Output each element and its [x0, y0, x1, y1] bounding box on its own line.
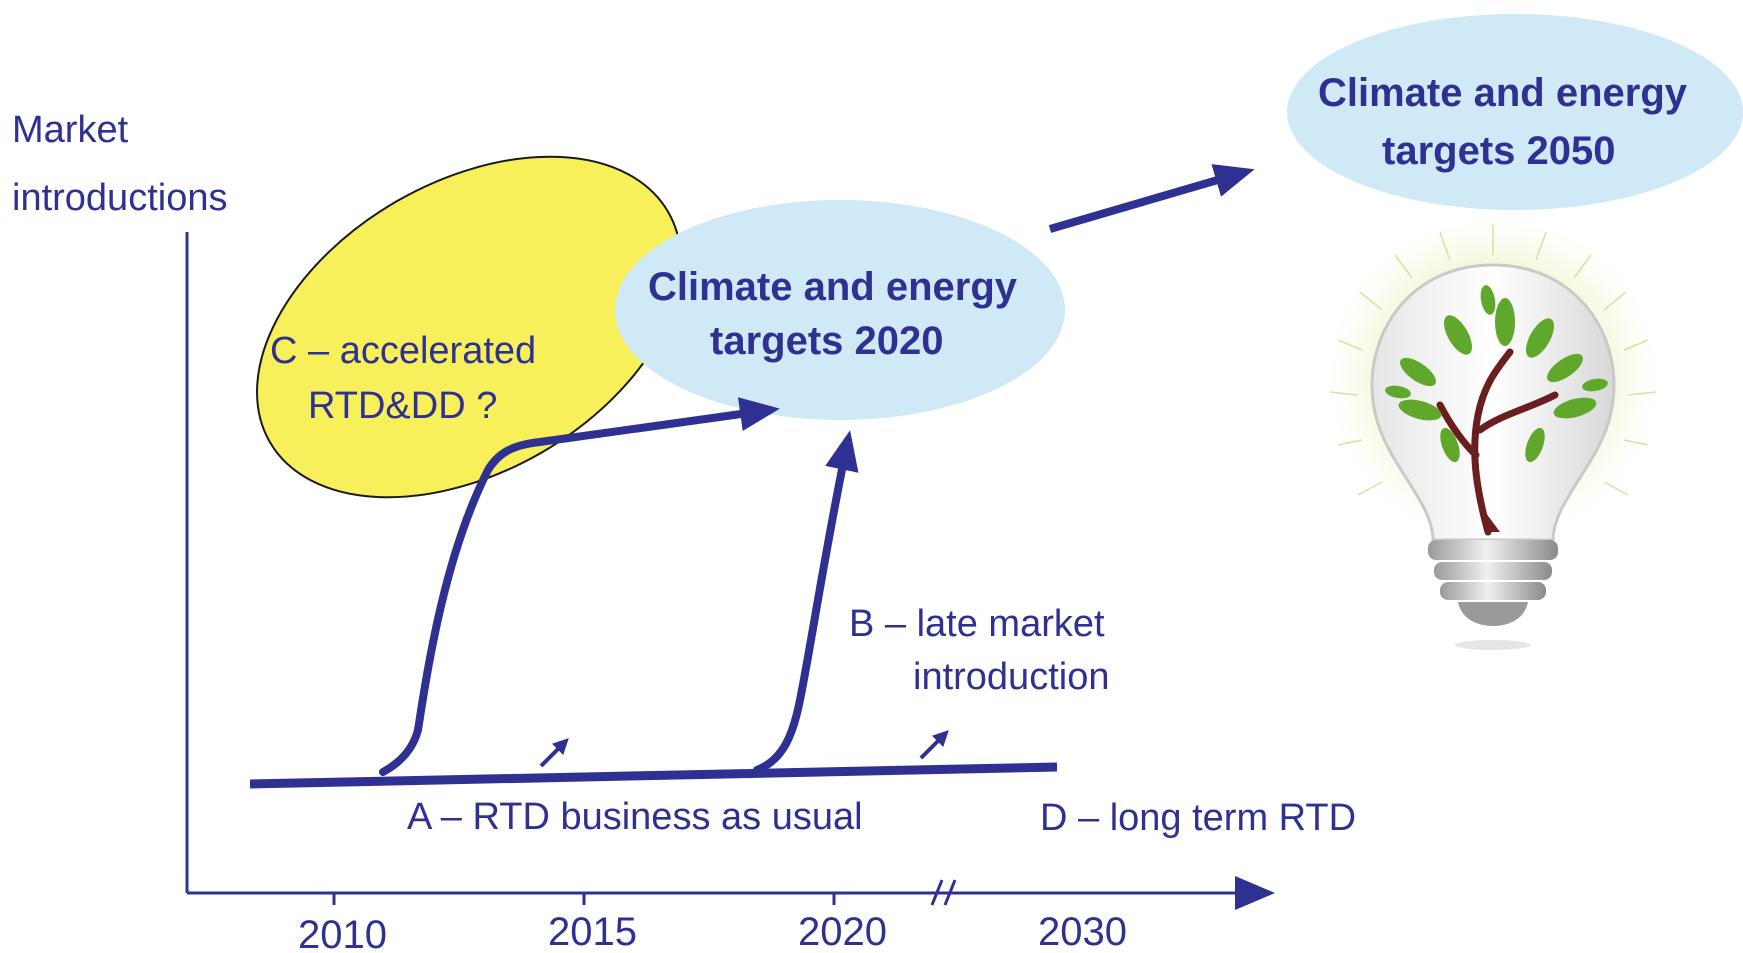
tick-2015: 2015 [548, 910, 637, 953]
tick-2030: 2030 [1038, 910, 1127, 953]
scenario-c-line1: C – accelerated [270, 330, 536, 372]
targets-2020-line1: Climate and energy [648, 265, 1018, 309]
tick-2020: 2020 [798, 910, 887, 953]
targets-2050-ellipse [1287, 14, 1743, 210]
targets-2020-line2: targets 2020 [710, 319, 943, 363]
scenario-a-label: A – RTD business as usual [407, 796, 863, 838]
scenario-b-curve [753, 430, 859, 774]
scenario-c-curve [379, 397, 780, 776]
accelerated-ellipse [256, 155, 682, 499]
arrow-2020-to-2050 [1048, 164, 1255, 233]
scenario-b-line1: B – late market [849, 603, 1105, 645]
scenario-b-line2: introduction [913, 656, 1109, 698]
scenario-c-line2: RTD&DD ? [308, 385, 497, 427]
targets-2020-ellipse [615, 200, 1065, 420]
x-axis-ticks [332, 893, 836, 905]
scenario-d-label: D – long term RTD [1040, 797, 1356, 839]
tick-2010: 2010 [298, 913, 387, 953]
y-axis-label-line1: Market [12, 109, 129, 151]
targets-2050-line2: targets 2050 [1382, 129, 1615, 173]
axis-break-mark [930, 879, 957, 906]
y-axis-label-line2: introductions [12, 177, 227, 219]
small-arrow-2015 [539, 738, 569, 768]
small-arrow-2030 [919, 730, 949, 760]
lightbulb-tree-icon [1318, 220, 1668, 650]
scenario-a-baseline [249, 762, 1058, 789]
targets-2050-line1: Climate and energy [1318, 71, 1688, 115]
